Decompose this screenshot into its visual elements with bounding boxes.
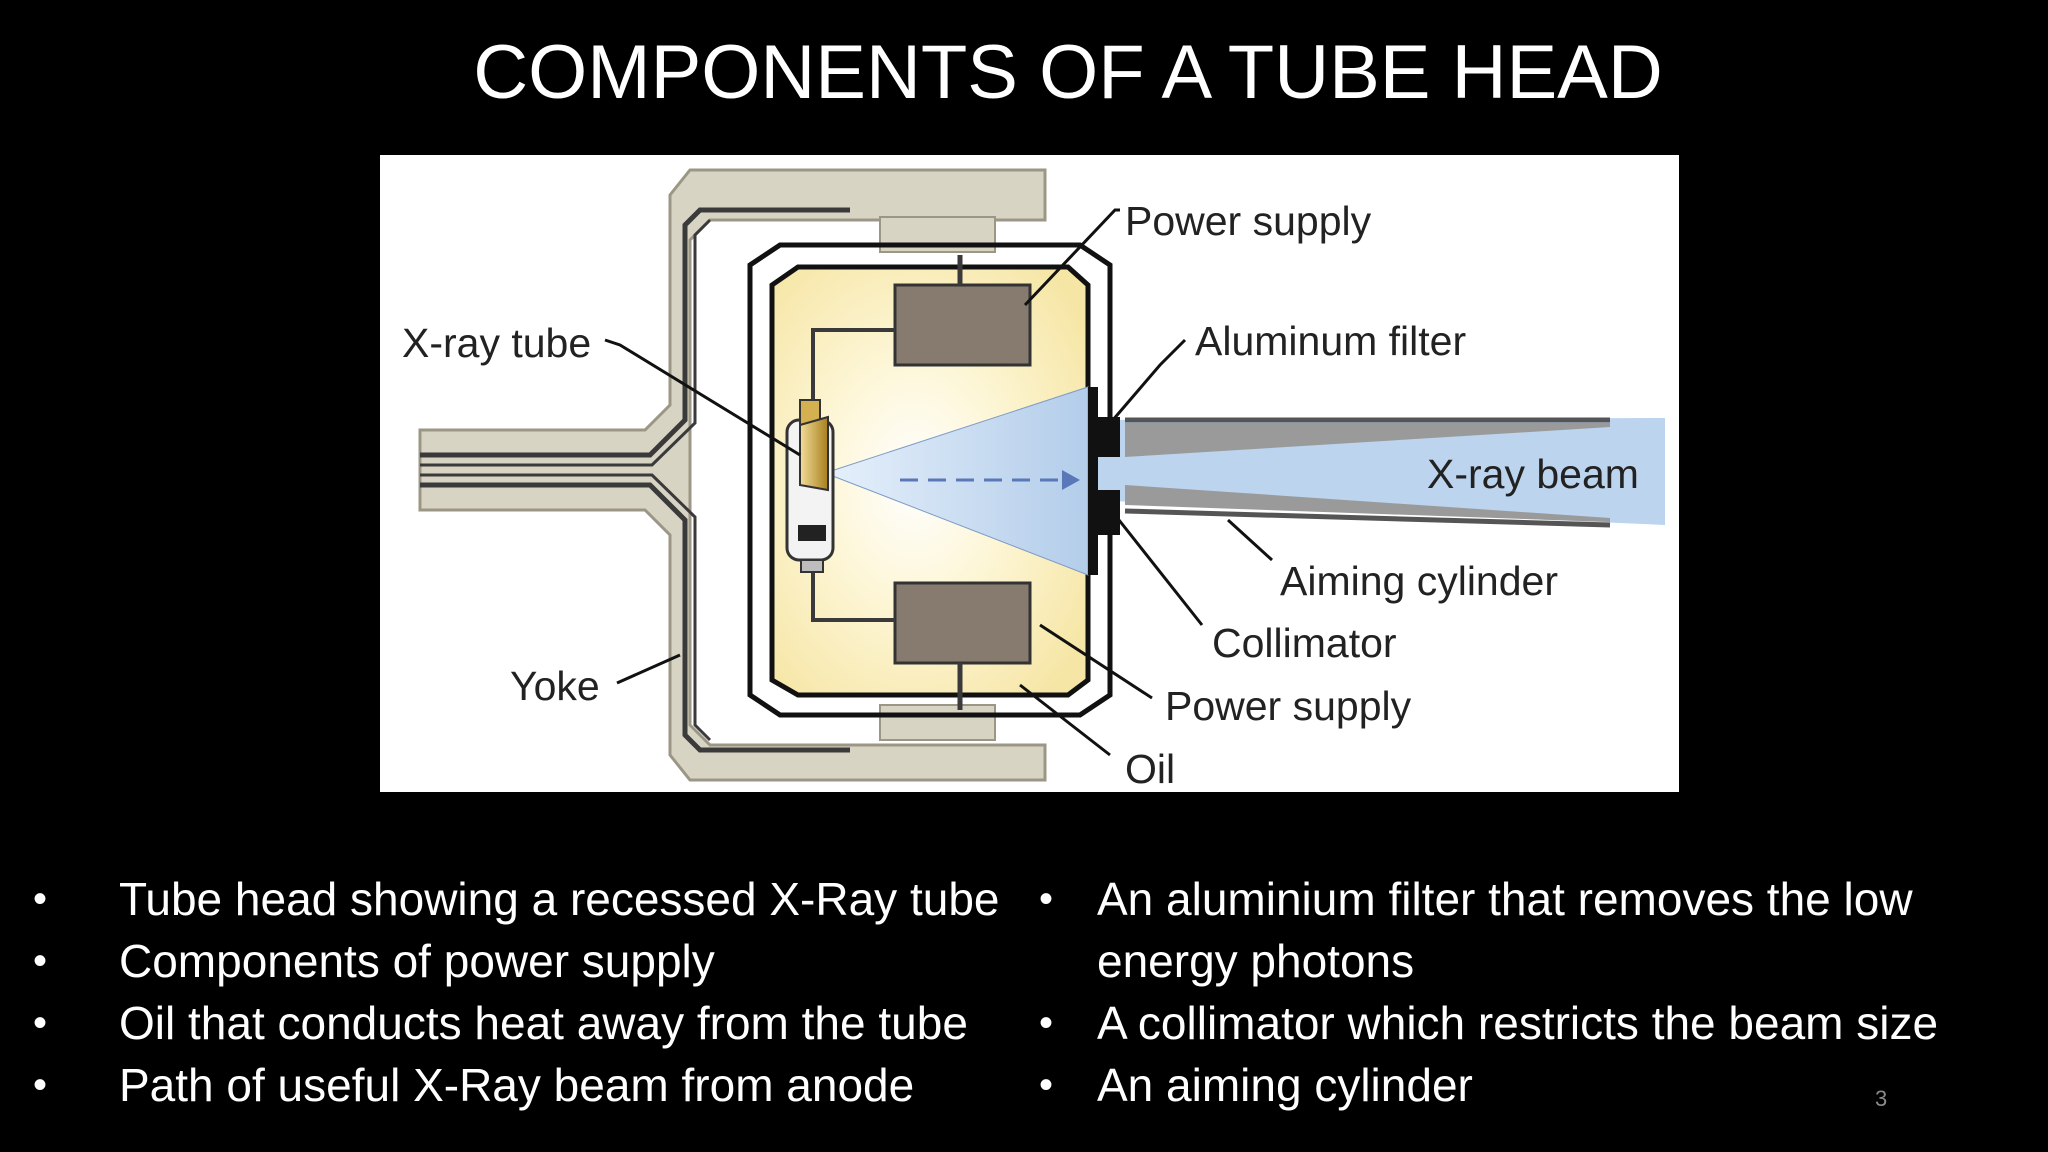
bullet-marker: • <box>33 939 48 983</box>
label-power-supply-bottom: Power supply <box>1165 683 1412 729</box>
bullet-item: •Path of useful X-Ray beam from anode <box>30 1054 1030 1116</box>
label-power-supply-top: Power supply <box>1125 198 1372 244</box>
label-yoke: Yoke <box>510 663 600 709</box>
bullet-marker: • <box>1039 877 1054 921</box>
collimator-bottom <box>1098 490 1120 535</box>
aluminum-filter <box>1088 387 1098 575</box>
yoke <box>418 168 1047 782</box>
leader-lines <box>604 208 1274 757</box>
bullet-marker: • <box>1039 1063 1054 1107</box>
tube-head-diagram: Power supply X-ray tube Aluminum filter … <box>380 155 1679 792</box>
bullet-marker: • <box>33 1001 48 1045</box>
label-aluminum-filter: Aluminum filter <box>1195 318 1466 364</box>
bullet-item: •An aluminium filter that removes the lo… <box>1035 868 2035 992</box>
bullet-marker: • <box>1039 1001 1054 1045</box>
bullet-item: •Tube head showing a recessed X-Ray tube <box>30 868 1030 930</box>
bullet-item: •A collimator which restricts the beam s… <box>1035 992 2035 1054</box>
bullet-item: •Oil that conducts heat away from the tu… <box>30 992 1030 1054</box>
bullet-item: •An aiming cylinder <box>1035 1054 2035 1116</box>
xray-tube <box>785 399 835 573</box>
slide-title: COMPONENTS OF A TUBE HEAD <box>473 30 1663 115</box>
bullet-marker: • <box>33 877 48 921</box>
bullet-item: •Components of power supply <box>30 930 1030 992</box>
label-xray-beam: X-ray beam <box>1427 451 1639 497</box>
power-supply-bottom-block <box>893 581 1032 665</box>
aiming-cylinder <box>1124 417 1611 528</box>
label-aiming-cylinder: Aiming cylinder <box>1280 558 1558 604</box>
label-xray-tube: X-ray tube <box>402 320 591 366</box>
power-supply-top-block <box>893 283 1032 367</box>
bullet-list-left: •Tube head showing a recessed X-Ray tube… <box>30 868 1030 1116</box>
label-oil: Oil <box>1125 746 1175 792</box>
slide-number: 3 <box>1875 1086 1888 1111</box>
beam-direction-arrow <box>900 470 1080 490</box>
collimator-top <box>1098 417 1120 457</box>
label-collimator: Collimator <box>1212 620 1397 666</box>
bullet-marker: • <box>33 1063 48 1107</box>
bullet-list-right: •An aluminium filter that removes the lo… <box>1035 868 2035 1116</box>
